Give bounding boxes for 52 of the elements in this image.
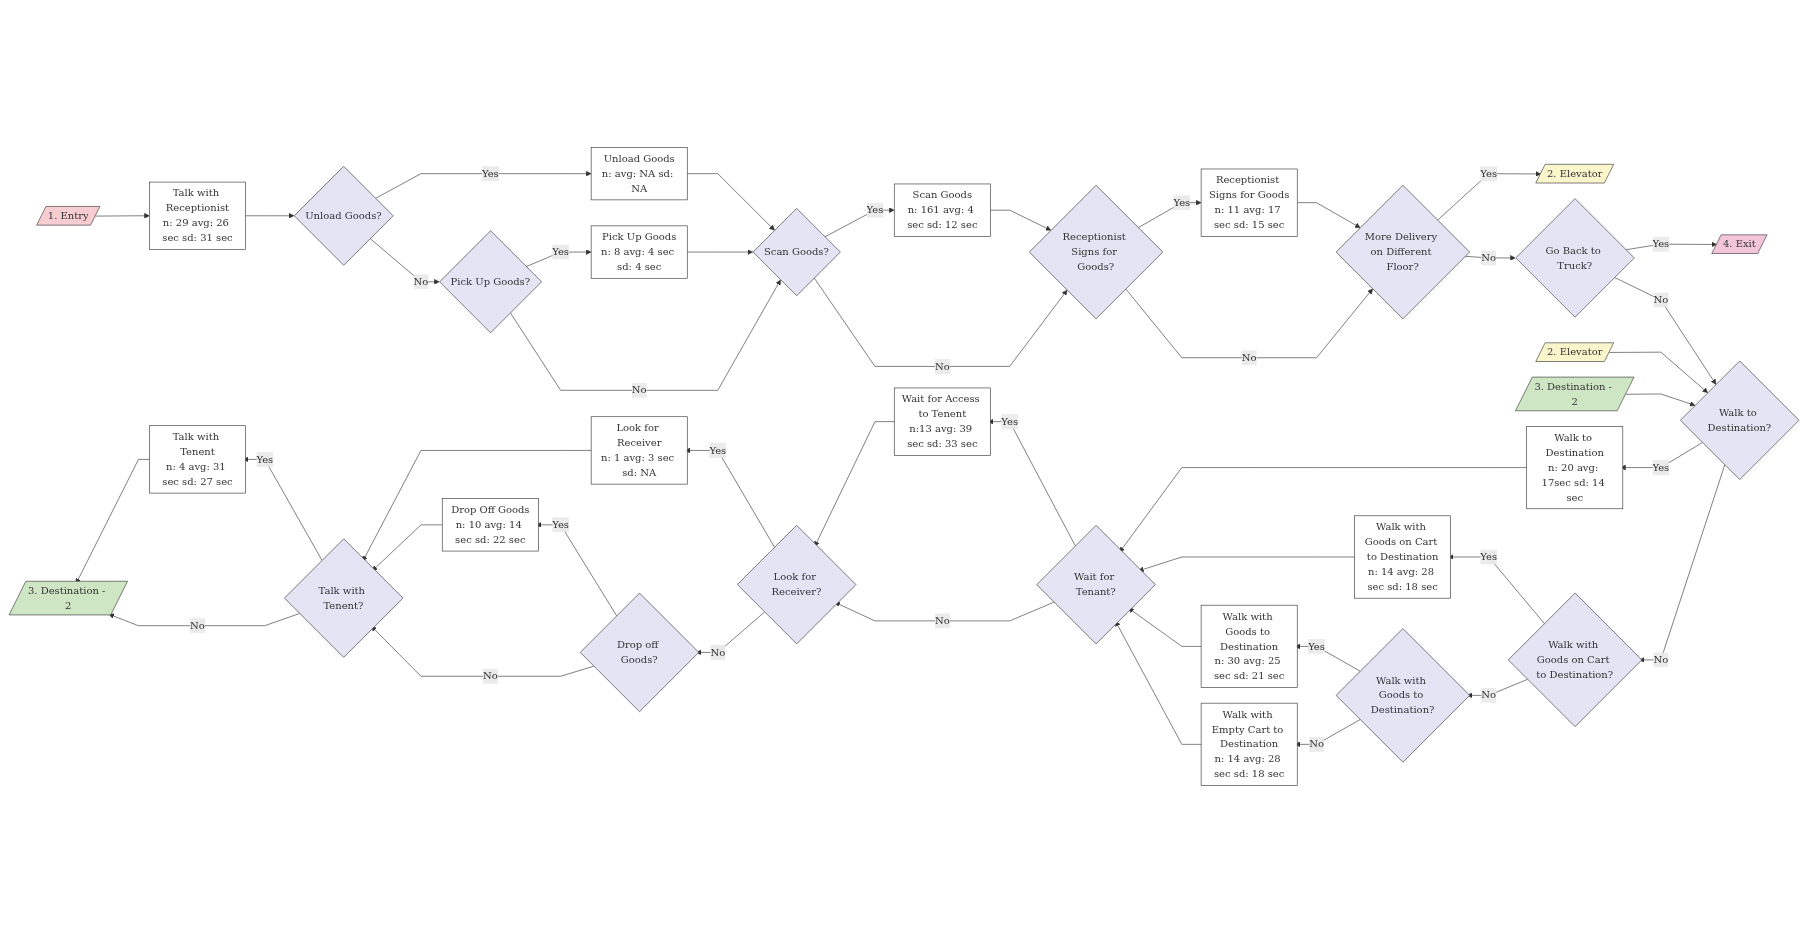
node-diamond: More Delivery on Different Floor? — [1335, 185, 1470, 320]
node-diamond: Walk with Goods on Cart to Destination? — [1507, 592, 1642, 727]
node-diamond: Walk with Goods to Destination? — [1335, 628, 1470, 763]
edge-label: Yes — [1651, 237, 1669, 250]
edge-label: Yes — [1307, 640, 1325, 652]
edge-label: No — [482, 670, 498, 682]
edge-label: No — [934, 360, 950, 373]
node-box: Talk with Receptionist n: 29 avg: 26 sec sd: 31 sec — [148, 181, 246, 250]
edge-label: Yes — [1479, 550, 1497, 563]
node-box: Unload Goods n: avg: NA sd: NA — [590, 147, 688, 201]
edge-label: No — [1241, 351, 1257, 364]
node-diamond: Wait for Tenant? — [1035, 525, 1156, 645]
edge-label: Yes — [1000, 415, 1018, 428]
edge-label: Yes — [1479, 167, 1497, 180]
edge-label: No — [1480, 251, 1496, 264]
node-box: Walk with Goods to Destination n: 30 avg: 25 sec sd: 21 sec — [1200, 604, 1298, 688]
edge-label: Yes — [551, 245, 569, 258]
node-diamond: Walk to Destination? — [1679, 360, 1799, 480]
node-diamond: Drop off Goods? — [579, 592, 699, 712]
edge-label: Yes — [1172, 196, 1190, 209]
node-diamond: Look for Receiver? — [736, 525, 856, 645]
node-box: Scan Goods n: 161 avg: 4 sec sd: 12 sec — [893, 183, 991, 237]
node-diamond: Receptionist Signs for Goods? — [1028, 185, 1163, 320]
edge-label: No — [1308, 738, 1324, 750]
edge-label: No — [1652, 293, 1668, 306]
node-box: Talk with Tenent n: 4 avg: 31 sec sd: 27 sec — [148, 425, 246, 494]
node-box: Walk with Goods on Cart to Destination n: 14 avg: 28 sec sd: 18 sec — [1353, 515, 1451, 599]
node-box: Walk to Destination n: 20 avg: 17sec sd: 14 sec — [1525, 426, 1623, 510]
edge-label: No — [709, 646, 725, 659]
edge-label: No — [934, 614, 950, 627]
edge-label: Yes — [866, 203, 883, 216]
node-box: Look for Receiver n: 1 avg: 3 sec sd: NA — [590, 416, 688, 485]
edge-label: No — [631, 384, 647, 396]
node-diamond: Talk with Tenent? — [283, 538, 403, 658]
edge-label: Yes — [481, 167, 499, 180]
node-box: Walk with Empty Cart to Destination n: 14 avg: 28 sec sd: 18 sec — [1200, 702, 1298, 786]
edge-label: No — [1480, 689, 1496, 701]
node-box: Pick Up Goods n: 8 avg: 4 sec sd: 4 sec — [590, 225, 688, 279]
edge-label: Yes — [255, 453, 273, 466]
edge-label: Yes — [1651, 461, 1669, 474]
edge-label: No — [413, 275, 428, 288]
node-box: Receptionist Signs for Goods n: 11 avg: 17 sec sd: 15 sec — [1200, 168, 1298, 237]
node-diamond: Scan Goods? — [752, 208, 841, 297]
edge-label: No — [1652, 653, 1668, 666]
node-diamond: Unload Goods? — [293, 166, 393, 266]
node-diamond: Pick Up Goods? — [438, 230, 542, 334]
edge-label: Yes — [708, 444, 726, 457]
node-box: Drop Off Goods n: 10 avg: 14 sec sd: 22 sec — [441, 498, 539, 552]
edge-label: No — [189, 619, 205, 632]
node-diamond: Go Back to Truck? — [1514, 198, 1635, 318]
edge-label: Yes — [551, 518, 569, 531]
node-box: Wait for Access to Tenent n:13 avg: 39 sec sd: 33 sec — [893, 387, 991, 456]
